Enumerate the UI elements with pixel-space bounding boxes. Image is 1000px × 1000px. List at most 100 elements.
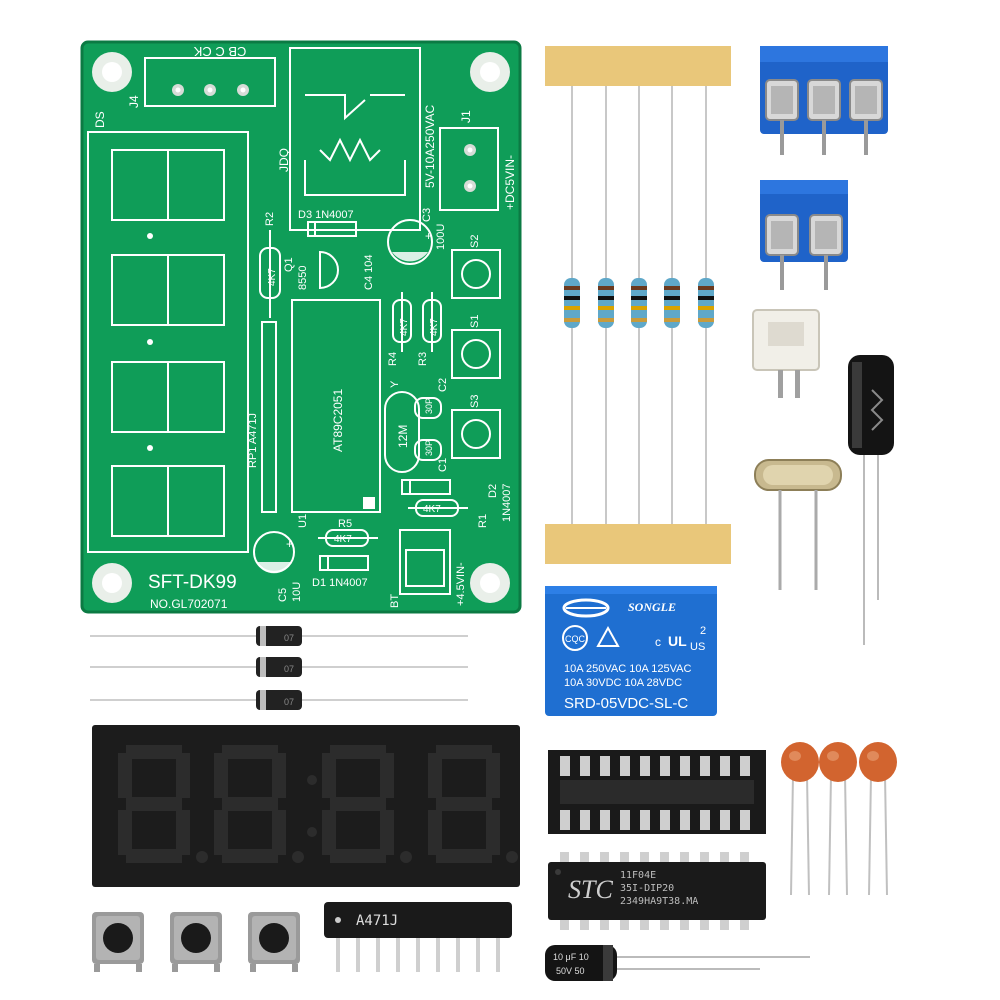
silk-r3-value: 4K7 (429, 318, 440, 336)
capacitor-footprint-c5: + (253, 531, 295, 574)
resistor-network-pin (436, 938, 440, 972)
tact-switches (92, 912, 300, 972)
resistor-network-pin (416, 938, 420, 972)
resistor-network-marking: A471J (356, 913, 398, 929)
chip-pin (740, 852, 749, 862)
small-cap-line1: 10 μF 10 (553, 952, 589, 962)
axial-resistor (664, 86, 680, 524)
diode-footprint-d2 (401, 479, 451, 495)
svg-text:+: + (286, 537, 293, 551)
silk-u1: U1 (297, 514, 309, 528)
switch-footprint-s3 (451, 409, 501, 459)
silk-d2: D2 (487, 484, 499, 498)
silk-xtal: 12M (396, 425, 410, 448)
silk-q1: Q1 (283, 257, 295, 272)
resistor-network-pin (396, 938, 400, 972)
switch-footprint-s2 (451, 249, 501, 299)
pcb-model: SFT-DK99 (148, 572, 237, 593)
battery-connector-footprint (399, 529, 451, 595)
resistor-footprint-r4 (392, 292, 412, 352)
socket-pin (740, 756, 750, 776)
silk-r4: R4 (387, 352, 399, 366)
socket-pin (740, 810, 750, 830)
resistor-network-pin (476, 938, 480, 972)
silk-relay-rating: 5V-10A250VAC (423, 104, 437, 188)
chip-line1: 11F04E (620, 870, 656, 881)
silk-d3: D3 1N4007 (298, 209, 354, 221)
terminal-screw-icon (807, 79, 841, 155)
chip-pin (700, 852, 709, 862)
silk-c5-value: 10U (291, 582, 303, 602)
ul-mark: UL (668, 633, 687, 649)
chip-pin (680, 852, 689, 862)
display-digit (428, 745, 518, 863)
socket-pin (680, 810, 690, 830)
axial-resistor (698, 86, 714, 524)
silk-jdq: JDQ (277, 148, 291, 172)
chip-pin (680, 920, 689, 930)
terminal-screw-icon (765, 79, 799, 155)
crystal-footprint (384, 391, 442, 473)
relay-model: SRD-05VDC-SL-C (564, 695, 688, 712)
screw-terminal-2pin (760, 180, 848, 290)
ceramic-capacitor (859, 742, 897, 896)
ul-number: 2 (700, 625, 706, 637)
chip-pin (580, 852, 589, 862)
electrolytic-capacitor-large (848, 355, 894, 645)
chip-pin (620, 852, 629, 862)
silk-r1-value: 4K7 (423, 504, 441, 515)
small-cap-line2: 50V 50 (556, 966, 585, 976)
silk-y: Y (389, 380, 401, 388)
axial-resistor (564, 86, 580, 524)
terminal-screw-icon (765, 214, 799, 290)
chip-pin (700, 920, 709, 930)
silk-j1: J1 (459, 110, 473, 123)
silk-rp1: RP1 A471J (247, 413, 259, 468)
silk-q1-value: 8550 (297, 266, 309, 290)
cqc-text: CQC (565, 634, 586, 644)
silk-d2-value: 1N4007 (501, 483, 513, 522)
socket-pin (660, 810, 670, 830)
axial-resistor (631, 86, 647, 524)
silk-r2: R2 (264, 212, 276, 226)
axial-resistor (598, 86, 614, 524)
tact-switch (170, 912, 222, 972)
ul-c: c (655, 635, 661, 649)
diode-footprint-d3 (307, 221, 357, 237)
silk-r5: R5 (338, 518, 352, 530)
screw-terminal-3pin (760, 46, 888, 155)
chip-brand: STC (568, 875, 613, 904)
ul-logo-icon: c UL US 2 (655, 625, 706, 653)
silk-r3: R3 (417, 352, 429, 366)
pcb-serial: NO.GL702071 (150, 597, 228, 611)
chip-pin (660, 920, 669, 930)
silk-j4-pins: CB C CK (193, 44, 246, 59)
silk-r2-value: 4K7 (267, 268, 278, 286)
socket-pin (640, 756, 650, 776)
connector-j1-outline (439, 127, 499, 211)
chip-pin (640, 920, 649, 930)
chip-pin (600, 920, 609, 930)
ce-triangle-icon (596, 625, 620, 647)
silk-bt-input: +4.5VIN- (455, 562, 467, 606)
tact-switch (92, 912, 144, 972)
relay-logo-icon (562, 598, 610, 618)
ul-us: US (690, 641, 705, 653)
resistor-network-pin (356, 938, 360, 972)
socket-pin (580, 756, 590, 776)
socket-pin (560, 756, 570, 776)
socket-pin (680, 756, 690, 776)
relay-rating-ac: 10A 250VAC 10A 125VAC (564, 663, 691, 675)
resistor-footprint-r1 (408, 499, 468, 517)
chip-pin (560, 852, 569, 862)
jst-connector (752, 309, 820, 398)
pcb-board: CB C CK J4 5V-10A250VAC JDQ J1 +DC5VIN- (80, 40, 522, 614)
chip-pin (720, 852, 729, 862)
socket-pin (600, 810, 610, 830)
socket-pin (600, 756, 610, 776)
chip-pin (660, 852, 669, 862)
electrolytic-capacitor-small: 10 μF 10 50V 50 (545, 945, 810, 981)
silk-d1: D1 1N4007 (312, 577, 368, 589)
chip-pin (600, 852, 609, 862)
